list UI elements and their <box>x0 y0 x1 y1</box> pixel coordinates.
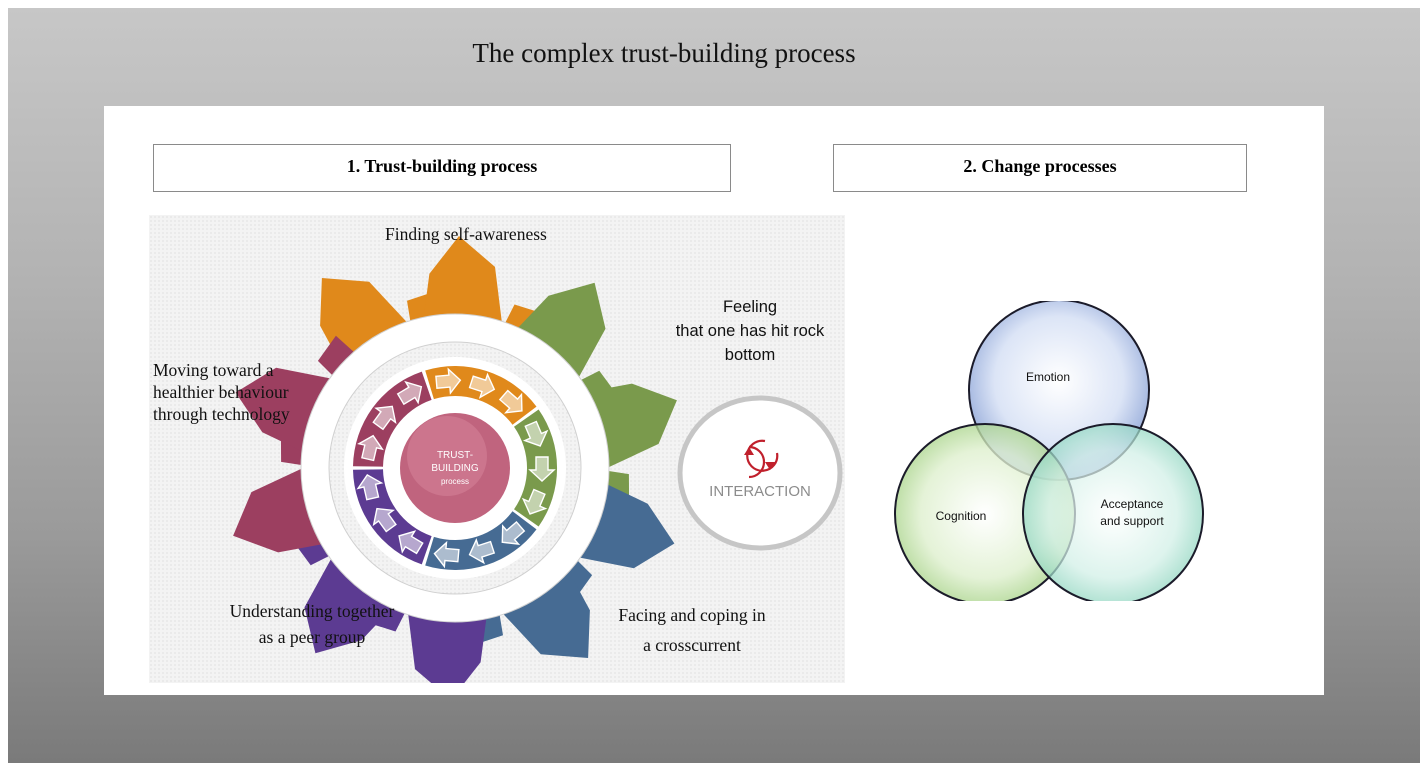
ring-arrow <box>522 420 549 447</box>
ring-arrow <box>468 537 496 565</box>
interaction-icon <box>748 445 766 479</box>
label-healthier-behaviour: Moving toward a healthier behaviour thro… <box>153 360 290 424</box>
interaction-icon-arrowhead <box>744 447 754 455</box>
content-panel: 1. Trust-building process 2. Change proc… <box>104 106 1324 700</box>
ring-arrow <box>372 507 397 533</box>
ring-arrow <box>435 367 462 395</box>
label-crosscurrent: Facing and coping in a crosscurrent <box>618 605 766 655</box>
arrow-shape <box>435 367 462 395</box>
outer-ring <box>301 314 609 622</box>
venn-label-acceptance-2: and support <box>1100 514 1164 528</box>
arrow-shape <box>396 380 423 406</box>
arrow-shape <box>433 540 460 569</box>
arrow-shape <box>528 456 556 482</box>
heading-trust-building: 1. Trust-building process <box>153 144 731 192</box>
arrow-shape <box>522 420 549 447</box>
spike <box>233 468 324 553</box>
label-hit-rock-bottom: Feeling that one has hit rock bottom <box>675 298 825 364</box>
arrow-shape <box>498 389 523 414</box>
outer-ring-edge <box>300 313 610 623</box>
center-highlight <box>407 416 487 496</box>
label-peer-group: Understanding together as a peer group <box>229 601 395 647</box>
ring-arrow <box>372 405 397 431</box>
center-text-1: TRUST- <box>437 450 473 461</box>
spike <box>586 383 677 468</box>
center-text-3: process <box>441 477 469 486</box>
change-processes-venn: Emotion Cognition Acceptance and support <box>894 301 1204 601</box>
spike <box>304 557 394 654</box>
slide: The complex trust-building process 1. Tr… <box>8 8 1420 763</box>
circle-acceptance <box>1022 423 1204 601</box>
arrow-shape <box>372 507 397 533</box>
ring-arrow <box>396 380 423 406</box>
venn-label-acceptance-1: Acceptance <box>1101 497 1164 511</box>
spike <box>516 282 606 379</box>
page-title: The complex trust-building process <box>472 38 856 68</box>
arrow-shape <box>501 520 526 545</box>
tooth <box>317 335 356 377</box>
ring-arrow <box>468 372 496 399</box>
ring-arrow <box>398 530 424 555</box>
arrow-shape <box>357 434 384 462</box>
spike <box>408 612 487 700</box>
outer-ring-edge <box>328 341 582 595</box>
ring-arrow <box>357 434 384 462</box>
ring-arrow <box>528 456 556 482</box>
heading-change-processes: 2. Change processes <box>833 144 1247 192</box>
arrow-shape <box>521 488 548 515</box>
arrow-shape <box>356 474 384 501</box>
center-text-2: BUILDING <box>431 463 478 474</box>
arrow-shape <box>468 537 496 565</box>
ring-arrow <box>521 488 548 515</box>
ring-arrow <box>433 540 460 569</box>
venn-label-cognition: Cognition <box>936 509 987 523</box>
arrow-shape <box>398 530 424 555</box>
spike <box>502 569 590 658</box>
arrow-shape <box>468 372 496 399</box>
label-finding-self-awareness: Finding self-awareness <box>385 224 547 244</box>
interaction-label: INTERACTION <box>709 483 811 500</box>
arrow-shape <box>372 405 397 431</box>
ring-arrow <box>498 389 523 414</box>
interaction-icon <box>746 439 779 472</box>
spike <box>423 236 502 324</box>
interaction-icon-arrowhead <box>765 462 775 470</box>
ring-arrow <box>356 474 384 501</box>
venn-label-emotion: Emotion <box>1026 370 1070 384</box>
ring-arrow <box>501 520 526 545</box>
